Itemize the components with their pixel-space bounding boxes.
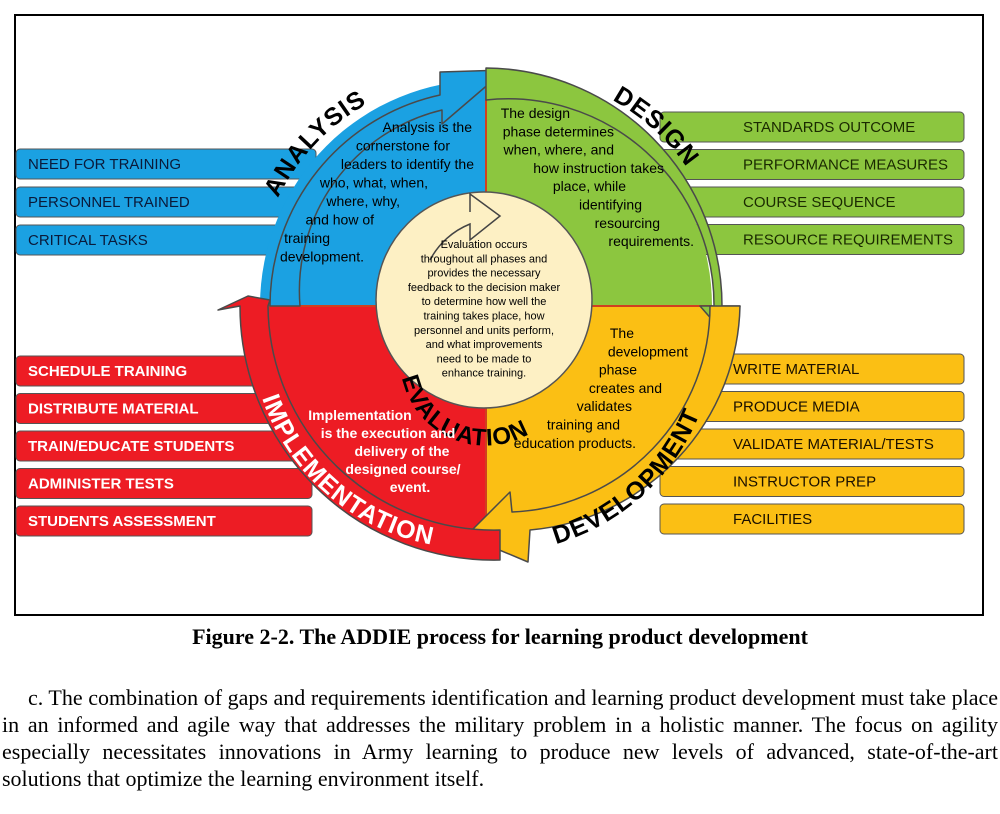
design-item-bar [659,111,965,143]
design-item-bar-label: COURSE SEQUENCE [743,194,896,211]
figure-caption: Figure 2-2. The ADDIE process for learni… [192,624,808,649]
development-item-bar-label: VALIDATE MATERIAL/TESTS [733,436,934,453]
development-item-bar-label: INSTRUCTOR PREP [733,474,876,491]
implementation-item-bar-label: TRAIN/EDUCATE STUDENTS [28,438,234,455]
development-item-bar [659,503,965,535]
addie-diagram: NEED FOR TRAINING PERSONNEL TRAINED CRITIC… [15,67,965,563]
development-item-bar [659,466,965,497]
implementation-item-bar-label: ADMINISTER TESTS [28,476,174,493]
cycle-arrows [217,67,741,563]
analysis-arrow [269,69,506,307]
development-item-bar-label: PRODUCE MEDIA [733,399,860,416]
analysis-item-bar-label: CRITICAL TASKS [28,232,148,249]
analysis-item-bar-label: NEED FOR TRAINING [28,156,181,173]
implementation-item-bar-label: SCHEDULE TRAINING [28,363,187,380]
implementation-item-bar-label: DISTRIBUTE MATERIAL [28,401,199,418]
implementation-arrow [217,295,501,561]
analysis-item-bar-label: PERSONNEL TRAINED [28,194,190,211]
evaluation-arrow [429,192,502,261]
development-item-bar-label: FACILITIES [733,511,812,528]
implementation-item-bar [15,505,313,537]
development-item-bar-label: WRITE MATERIAL [733,361,859,378]
design-item-bar-label: PERFORMANCE MEASURES [743,157,948,174]
body-paragraph: c. The combination of gaps and requireme… [2,685,998,791]
design-item-bar-label: STANDARDS OUTCOME [743,119,915,136]
design-item-bar-label: RESOURCE REQUIREMENTS [743,232,953,249]
implementation-item-bar-label: STUDENTS ASSESSMENT [28,513,216,530]
evaluation-circle [375,191,593,409]
